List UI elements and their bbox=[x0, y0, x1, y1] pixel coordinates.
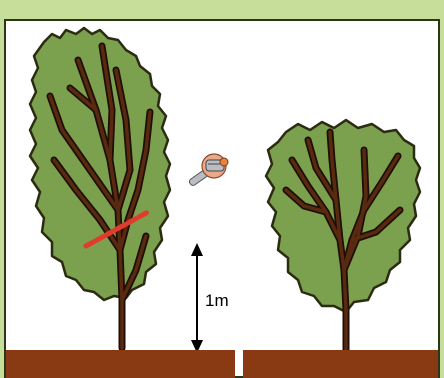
soil-right bbox=[243, 350, 438, 378]
soil-left bbox=[6, 350, 235, 378]
chainsaw-icon bbox=[188, 154, 228, 187]
height-label: 1m bbox=[205, 291, 229, 310]
height-arrow bbox=[191, 243, 203, 353]
tree-before-pruning bbox=[30, 28, 170, 348]
tree-after-pruning bbox=[266, 120, 420, 350]
tree-left-foliage bbox=[30, 28, 170, 300]
